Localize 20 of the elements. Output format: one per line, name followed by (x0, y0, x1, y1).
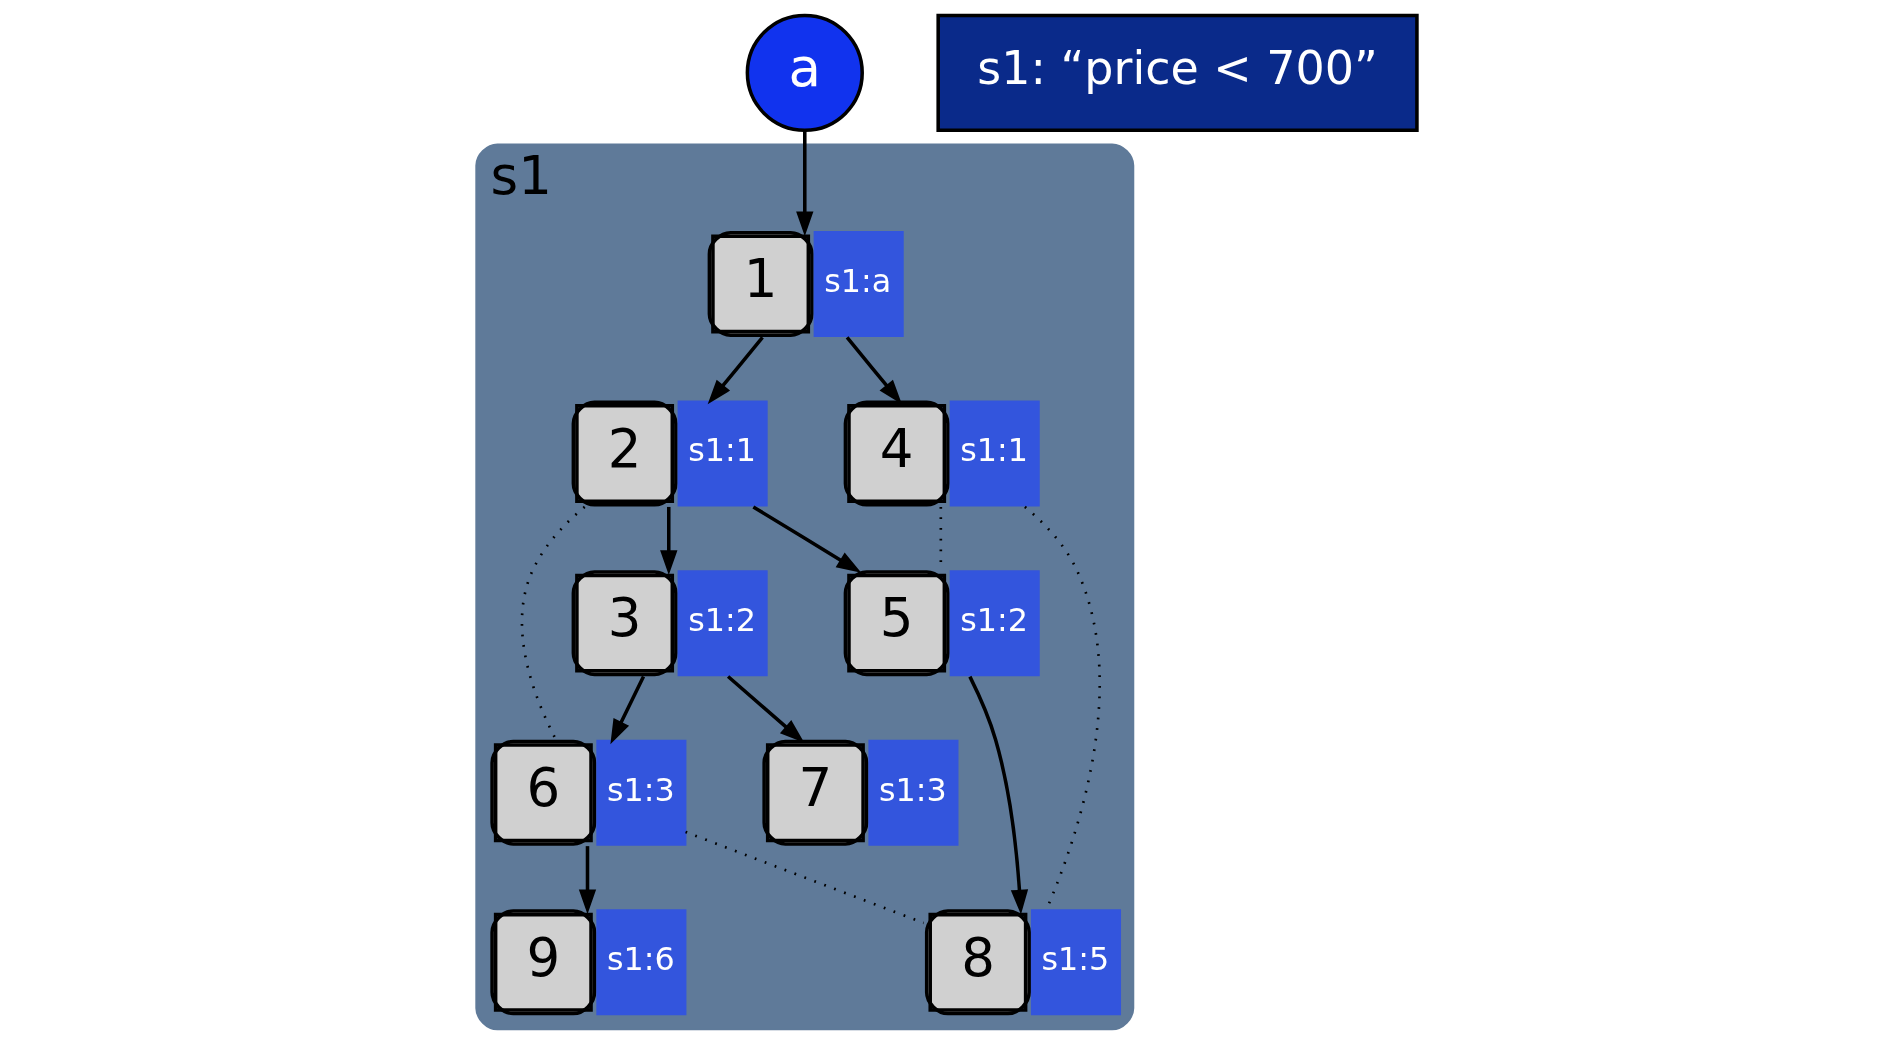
arrow (752, 505, 862, 573)
arrow (707, 336, 764, 405)
node-label: s1:2 (688, 600, 756, 638)
arrow (578, 846, 597, 915)
node-circle: a (745, 13, 864, 132)
node-label: s1:3 (606, 770, 675, 808)
arrow (726, 675, 805, 743)
node-label: s1:6 (606, 940, 675, 978)
arrow (660, 506, 678, 576)
node-label: s1:1 (960, 431, 1028, 469)
node-label: s1:5 (1041, 940, 1110, 978)
connector (685, 830, 925, 925)
arrow (610, 675, 646, 745)
arrow (968, 675, 1029, 915)
node-label: s1:2 (960, 600, 1028, 638)
arrow (796, 130, 814, 237)
node-label: s1:3 (878, 770, 947, 808)
node-label: s1:a (824, 261, 892, 299)
node-box: s1: “price < 700” (936, 13, 1419, 132)
node-label: s1:1 (688, 431, 756, 469)
